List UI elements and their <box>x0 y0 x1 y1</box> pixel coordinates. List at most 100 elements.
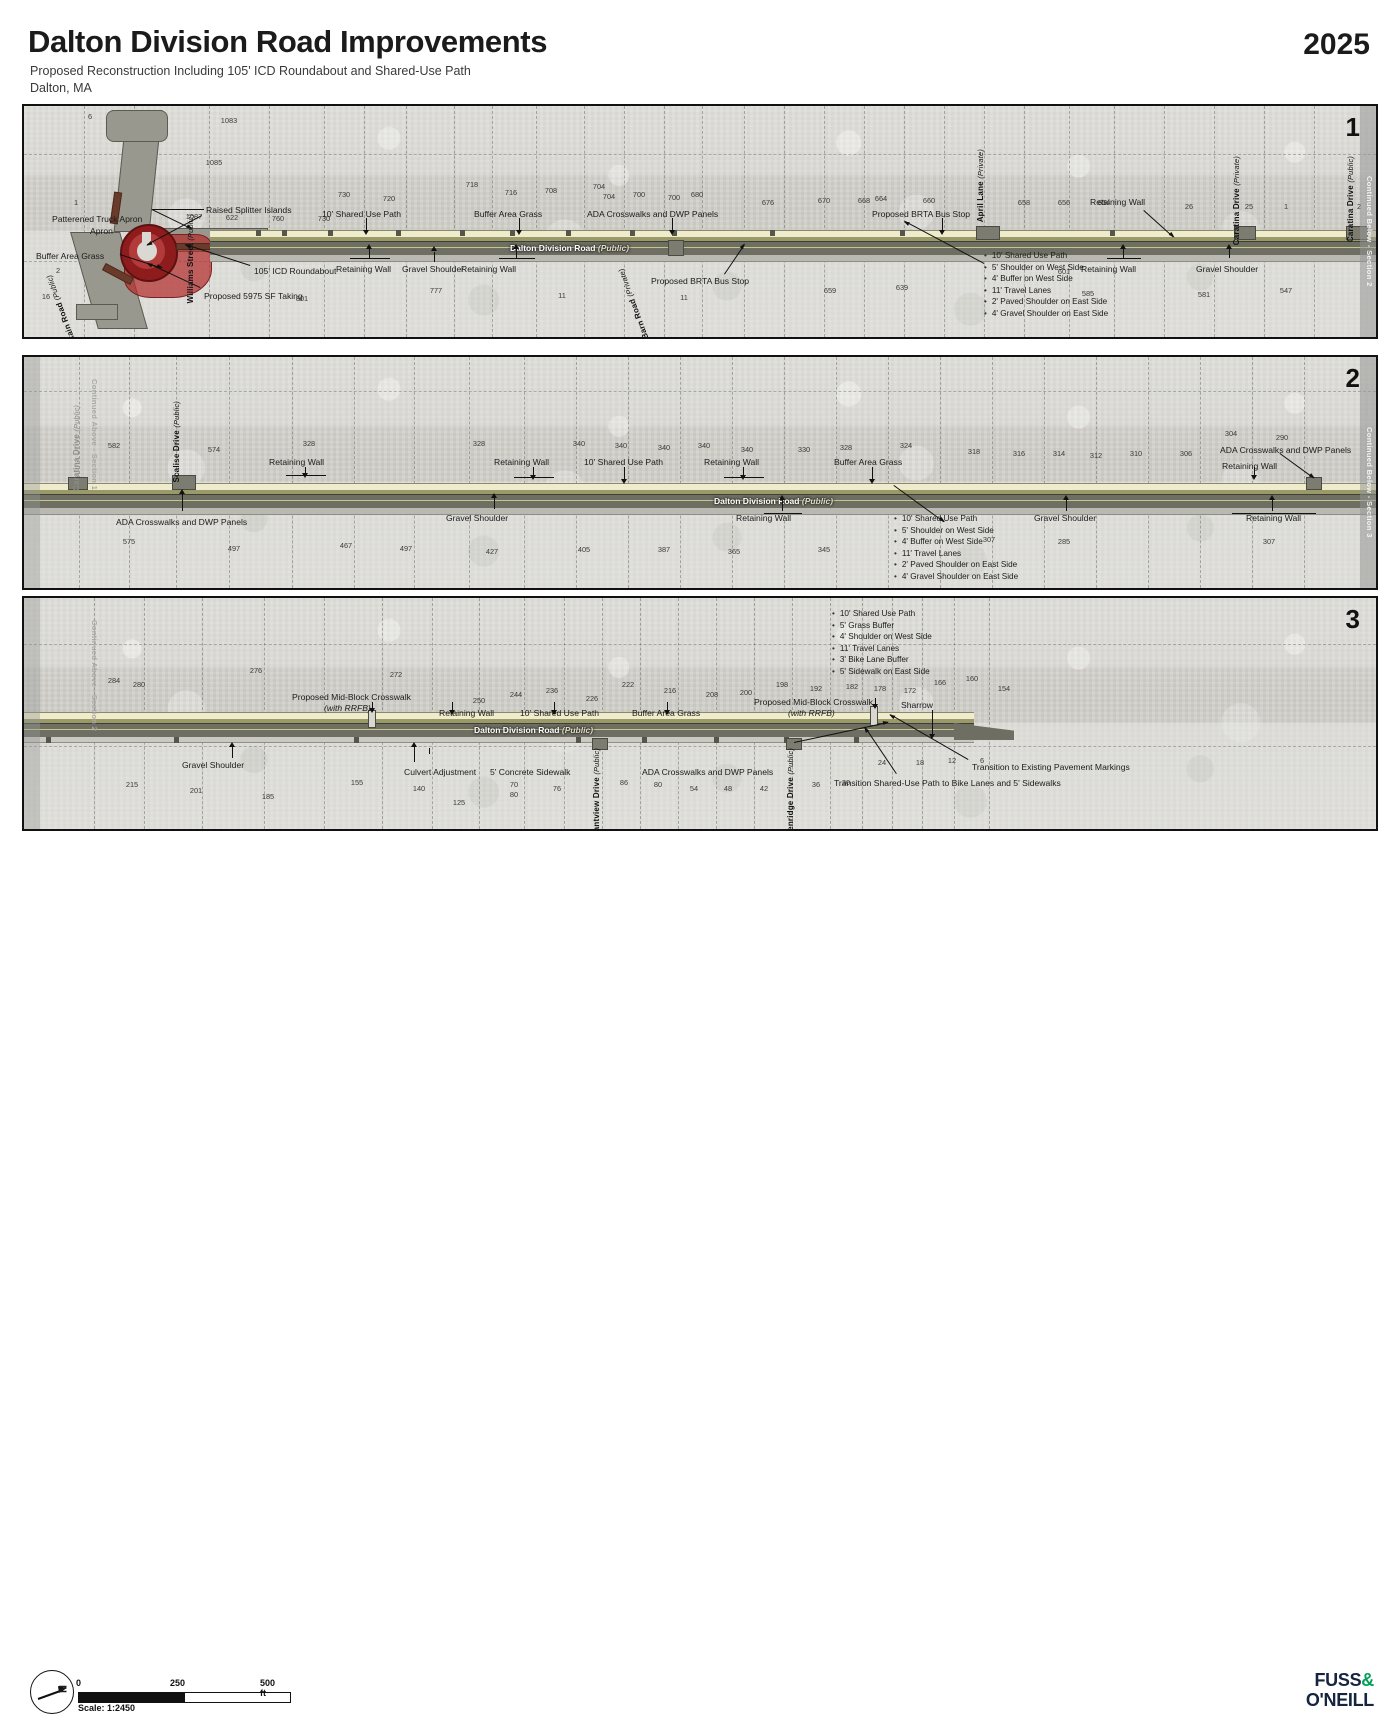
parcel-number: 1 <box>1283 202 1289 211</box>
parcel-number: 272 <box>389 670 403 679</box>
parcel-number: 700 <box>667 193 681 202</box>
callout-label: Retaining Wall <box>1090 197 1146 207</box>
parcel-number: 1087 <box>185 212 203 221</box>
callout-label: 10' Shared Use Path <box>584 457 664 467</box>
callout-label: Retaining Wall <box>1222 461 1278 471</box>
parcel-number: 660 <box>922 196 936 205</box>
parcel-number: 497 <box>227 544 241 553</box>
parcel-number: 11 <box>558 291 566 300</box>
callout-label: Proposed Mid-Block Crosswalk <box>754 697 873 707</box>
parcel-number: 467 <box>339 541 353 550</box>
callout-label: Apron <box>90 226 113 236</box>
parcel-number: 226 <box>585 694 599 703</box>
parcel-number: 574 <box>207 445 221 454</box>
typical-section-bullets-1: 10' Shared Use Path5' Shoulder on West S… <box>984 250 1108 320</box>
callout-label: Gravel Shoulder <box>402 264 465 274</box>
parcel-number: 80 <box>653 780 663 789</box>
parcel-number: 200 <box>739 688 753 697</box>
callout-label: ADA Crosswalks and DWP Panels <box>587 209 719 219</box>
callout-label: Culvert Adjustment <box>404 767 477 777</box>
parcel-number: 244 <box>509 690 523 699</box>
parcel-number: 216 <box>663 686 677 695</box>
parcel-number: 387 <box>657 545 671 554</box>
parcel-number: 192 <box>809 684 823 693</box>
plan-panel-section-2: Dalton Division Road (Public) Caratina D… <box>22 355 1378 590</box>
match-line-label: Continued Above - Section 2 <box>90 620 99 732</box>
parcel-number: 284 <box>107 676 121 685</box>
callout-label: Proposed BRTA Bus Stop <box>651 276 750 286</box>
parcel-number: 340 <box>614 441 628 450</box>
parcel-number: 2 <box>1356 202 1362 211</box>
parcel-number: 720 <box>382 194 396 203</box>
parcel-number: 285 <box>1057 537 1071 546</box>
callout-label: Retaining Wall <box>336 264 392 274</box>
parcel-number: 664 <box>874 194 888 203</box>
panel-number: 3 <box>1345 604 1360 634</box>
parcel-number: 340 <box>740 445 754 454</box>
callout-label: Retaining Wall <box>269 457 325 467</box>
parcel-number: 1083 <box>220 116 238 125</box>
callout-label: 5' Concrete Sidewalk <box>490 767 571 777</box>
callout-label: Transition Shared-Use Path to Bike Lanes… <box>834 778 1061 788</box>
buffer-grass-band <box>24 719 974 723</box>
parcel-number: 730 <box>317 214 331 223</box>
callout-label: Retaining Wall <box>439 708 495 718</box>
parcel-number: 1 <box>73 198 79 207</box>
parcel-number: 700 <box>632 190 646 199</box>
parcel-number: 680 <box>690 190 704 199</box>
match-line-right-2 <box>1360 357 1376 588</box>
parcel-number: 307 <box>1262 537 1276 546</box>
parcel-number: 6 <box>87 112 93 121</box>
parcel-number: 324 <box>899 441 913 450</box>
panel-number: 2 <box>1345 363 1360 393</box>
parcel-number: 280 <box>132 680 146 689</box>
parcel-number: 801 <box>295 294 309 303</box>
parcel-number: 166 <box>933 678 947 687</box>
parcel-number: 670 <box>817 196 831 205</box>
scale-tick-label: 250 <box>170 1678 186 1688</box>
street-label-caratina-drive-public: Caratina Drive (Public) <box>1346 156 1355 243</box>
parcel-number: 182 <box>845 682 859 691</box>
fuss-oneill-logo: FUSS& O'NEILL <box>1306 1670 1374 1710</box>
parcel-number: 581 <box>1197 290 1211 299</box>
parcel-number: 36 <box>811 780 821 789</box>
street-label-greenridge-drive: Greenridge Drive (Public) <box>786 748 795 831</box>
parcel-number: 582 <box>107 441 121 450</box>
callout-label: Proposed Mid-Block Crosswalk <box>292 692 411 702</box>
parcel-number: 310 <box>1129 449 1143 458</box>
page-title: Dalton Division Road Improvements <box>28 24 548 59</box>
parcel-number: 11 <box>680 293 688 302</box>
parcel-number: 668 <box>857 196 871 205</box>
callout-label: Buffer Area Grass <box>36 251 105 261</box>
parcel-number: 26 <box>1184 202 1194 211</box>
callout-label: Buffer Area Grass <box>834 457 903 467</box>
parcel-number: 340 <box>657 443 671 452</box>
aerial-top-wash <box>24 106 1376 176</box>
parcel-boundary-lines <box>24 357 1376 588</box>
parcel-number: 172 <box>903 686 917 695</box>
parcel-number: 340 <box>697 441 711 450</box>
parcel-number: 306 <box>1179 449 1193 458</box>
match-line-label: Continued Below - Section 2 <box>1365 176 1374 287</box>
callout-label: Patterened Truck Apron <box>52 214 143 224</box>
parcel-number: 304 <box>1224 429 1238 438</box>
street-stub-april-lane <box>976 226 1000 240</box>
parcel-number: 290 <box>1275 433 1289 442</box>
parcel-number: 639 <box>895 283 909 292</box>
parcel-number: 160 <box>965 674 979 683</box>
parcel-number: 6 <box>979 756 985 765</box>
parcel-number: 760 <box>271 214 285 223</box>
aerial-top-wash <box>24 357 1376 427</box>
logo-ampersand: & <box>1361 1670 1374 1690</box>
callout-label: (with RRFB) <box>324 703 371 713</box>
parcel-number: 236 <box>545 686 559 695</box>
parcel-number: 178 <box>873 684 887 693</box>
parcel-number: 185 <box>261 792 275 801</box>
parcel-number: 704 <box>592 182 606 191</box>
parcel-number: 622 <box>225 213 239 222</box>
sheet-header: Dalton Division Road Improvements Propos… <box>0 0 1396 100</box>
callout-label: (with RRFB) <box>788 708 835 718</box>
callout-label: Buffer Area Grass <box>474 209 543 219</box>
callout-label: ADA Crosswalks and DWP Panels <box>116 517 248 527</box>
parcel-number: 30 <box>841 778 851 787</box>
